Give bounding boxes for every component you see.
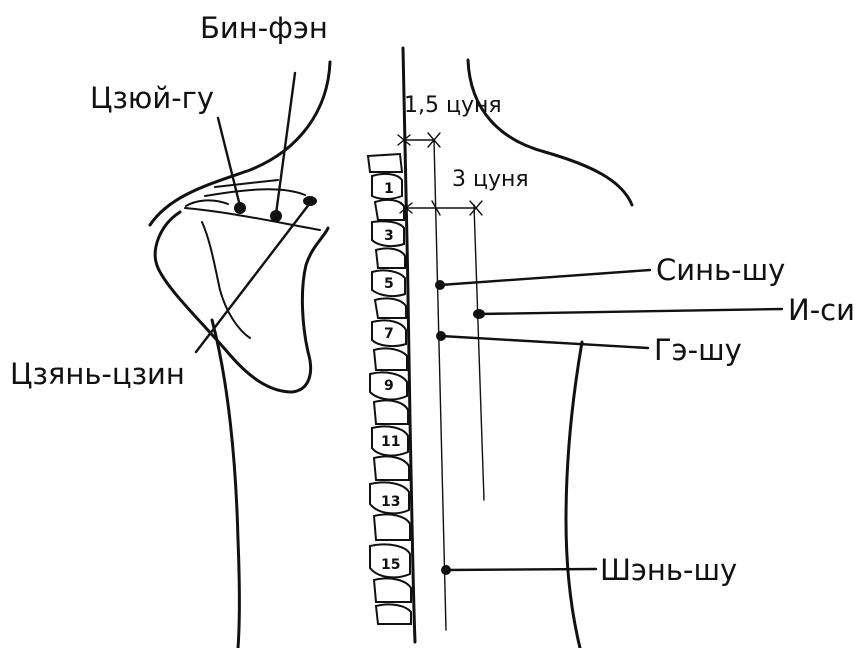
vertebra-outline <box>376 604 411 624</box>
meridian-line-3-cun <box>474 205 484 500</box>
label-ge-shu: Гэ-шу <box>654 333 742 367</box>
shoulder-joint <box>186 200 228 206</box>
label-i-si: И-си <box>788 293 855 327</box>
vertebra-outline <box>376 248 405 268</box>
scapula-spine <box>185 208 320 230</box>
scapula-inner-edge <box>202 222 250 338</box>
left-torso-contour <box>212 320 240 648</box>
clavicle <box>215 180 278 187</box>
leader-sin-shu <box>440 270 650 285</box>
vertebra-number: 7 <box>384 326 394 342</box>
leader-lines <box>196 73 782 570</box>
meridian-lines <box>434 140 484 630</box>
label-czyan-czin: Цзянь-цзин <box>10 357 185 391</box>
leader-czyan-czin <box>196 203 310 352</box>
vertebra-number: 11 <box>381 434 400 450</box>
vertebra-outline <box>374 514 410 540</box>
leader-ge-shu <box>441 336 648 348</box>
measure-label-1-5-cun: 1,5 цуня <box>404 93 502 118</box>
vertebra-number: 15 <box>381 557 400 573</box>
vertebra-outline <box>374 348 407 370</box>
vertebra-outline <box>374 456 409 480</box>
meridian-line-1-5-cun <box>434 140 446 630</box>
vertebra-outline <box>374 578 411 602</box>
vertebra-number: 3 <box>384 228 394 244</box>
measurement-markers: 1,5 цуня 3 цуня <box>398 93 529 215</box>
vertebra-number: 5 <box>384 276 394 292</box>
vertebral-column: 1 3 5 7 9 11 13 15 <box>368 154 411 624</box>
measure-label-3-cun: 3 цуня <box>452 167 529 192</box>
label-czyui-gu: Цзюй-гу <box>90 81 214 115</box>
vertebra-outline <box>368 154 402 172</box>
label-shen-shu: Шэнь-шу <box>600 553 737 587</box>
vertebra-number: 13 <box>381 494 400 510</box>
vertebra-outline <box>374 400 408 424</box>
leader-i-si <box>479 309 782 314</box>
vertebra-number: 9 <box>384 378 394 394</box>
acromion <box>205 189 305 196</box>
vertebra-number: 1 <box>384 181 394 197</box>
leader-shen-shu <box>446 569 596 570</box>
vertebra-outline <box>375 298 406 318</box>
right-torso-contour <box>566 342 582 648</box>
label-bin-fen: Бин-фэн <box>200 11 328 45</box>
label-sin-shu: Синь-шу <box>656 253 785 287</box>
